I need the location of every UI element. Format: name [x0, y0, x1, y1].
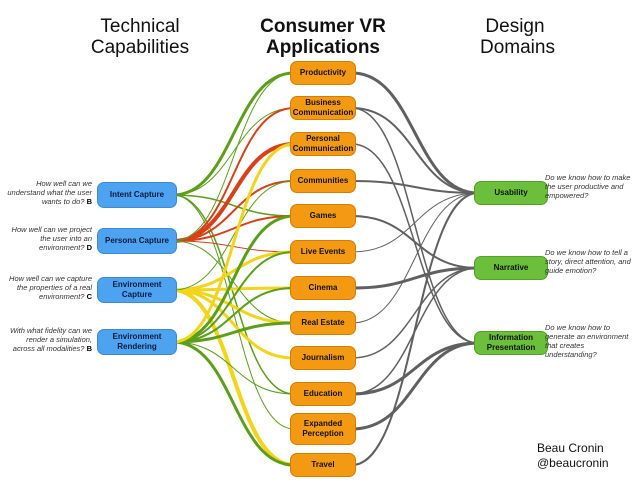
link-envrend-games	[172, 214, 295, 344]
grade-label: B	[86, 344, 92, 353]
link-persona-communities	[172, 180, 295, 242]
link-business-usability	[351, 107, 479, 194]
link-personal-info	[351, 143, 479, 344]
link-envcap-live	[172, 250, 295, 292]
node-expanded: Expanded Perception	[290, 413, 356, 445]
link-persona-productivity	[172, 72, 295, 242]
node-envcap: Environment Capture	[97, 277, 177, 303]
domain-question: Do we know how to make the user producti…	[545, 173, 631, 200]
link-communities-usability	[351, 180, 479, 194]
link-envrend-education	[172, 341, 295, 395]
node-usability: Usability	[474, 181, 548, 205]
node-communities: Communities	[290, 169, 356, 193]
header-technical-capabilities: Technical Capabilities	[90, 16, 190, 58]
grade-label: D	[86, 243, 92, 252]
link-intent-business	[172, 107, 295, 196]
link-business-info	[351, 107, 479, 344]
link-intent-productivity	[172, 71, 295, 197]
capability-question: How well can we project the user into an…	[4, 225, 92, 252]
link-games-narrative	[351, 215, 479, 269]
domain-question: Do we know how to tell a story, direct a…	[545, 248, 631, 275]
author-name: Beau Cronin	[537, 441, 604, 455]
capability-question: How well can we capture the properties o…	[4, 274, 92, 301]
link-travel-usability	[351, 192, 479, 466]
link-envcap-communities	[172, 180, 295, 291]
node-realestate: Real Estate	[290, 311, 356, 335]
question-text: How well can we understand what the user…	[7, 179, 92, 206]
link-envrend-travel	[172, 340, 295, 467]
grade-label: C	[86, 292, 92, 301]
header-consumer-vr-applications: Consumer VR Applications	[260, 16, 386, 58]
node-envrend: Environment Rendering	[97, 329, 177, 355]
link-persona-games	[172, 215, 295, 242]
node-narrative: Narrative	[474, 256, 548, 280]
author-handle: @beaucronin	[537, 456, 609, 470]
capability-question: How well can we understand what the user…	[4, 179, 92, 206]
link-envcap-travel	[172, 288, 295, 467]
question-text: How well can we project the user into an…	[11, 225, 92, 252]
capability-question: With what fidelity can we render a simul…	[4, 326, 92, 353]
link-intent-games	[172, 194, 295, 217]
link-intent-education	[172, 194, 295, 395]
node-education: Education	[290, 382, 356, 406]
question-text: With what fidelity can we render a simul…	[9, 326, 92, 353]
node-journalism: Journalism	[290, 346, 356, 370]
node-business: Business Communication	[290, 96, 356, 120]
node-games: Games	[290, 204, 356, 228]
link-intent-expanded	[172, 194, 295, 430]
node-intent: Intent Capture	[97, 182, 177, 208]
node-persona: Persona Capture	[97, 228, 177, 254]
link-envcap-journalism	[172, 288, 295, 360]
link-envrend-realestate	[172, 321, 295, 344]
link-realestate-usability	[351, 192, 479, 324]
node-personal: Personal Communication	[290, 132, 356, 156]
domain-question: Do we know how to generate an environmen…	[545, 323, 629, 359]
node-live: Live Events	[290, 240, 356, 264]
link-cinema-narrative	[351, 266, 479, 290]
link-envrend-live	[172, 251, 295, 343]
link-persona-personal	[172, 142, 295, 243]
link-envrend-personal	[172, 142, 295, 344]
header-design-domains: Design Domains	[480, 16, 555, 58]
node-productivity: Productivity	[290, 61, 356, 85]
link-expanded-info	[351, 341, 479, 431]
author-credit: Beau Cronin @beaucronin	[537, 441, 609, 471]
link-journalism-narrative	[351, 267, 479, 359]
node-travel: Travel	[290, 453, 356, 477]
node-info: Information Presentation	[474, 331, 548, 355]
grade-label: B	[86, 197, 92, 206]
link-envrend-cinema	[172, 287, 295, 343]
link-live-usability	[351, 192, 479, 253]
question-text: How well can we capture the properties o…	[9, 274, 92, 301]
link-productivity-usability	[351, 71, 479, 195]
node-cinema: Cinema	[290, 276, 356, 300]
